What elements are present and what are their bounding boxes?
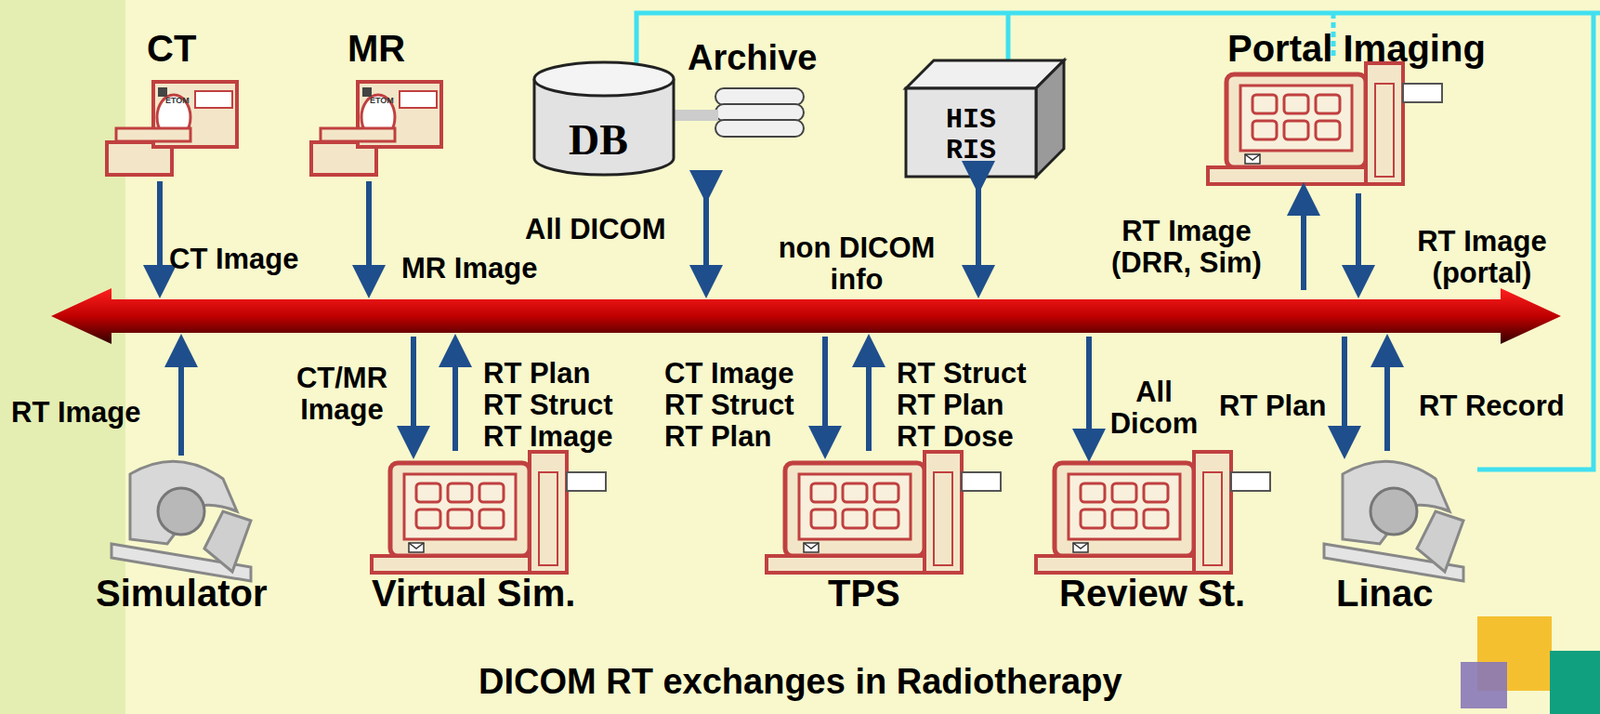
database-node: ArchiveDB: [529, 37, 827, 177]
data-flow-label: RT Image: [11, 396, 142, 429]
path-shape: [157, 181, 163, 290]
data-flow-label: CT Image: [169, 243, 300, 276]
brand-text: ETOM: [165, 96, 190, 106]
data-flow-label: RT Image (portal): [1402, 225, 1562, 289]
data-flow-label: RT Plan: [1219, 390, 1326, 422]
path-shape: [1341, 336, 1348, 451]
rect-shape: [905, 88, 1037, 177]
path-shape: [1036, 60, 1064, 177]
use-shape: [1324, 460, 1464, 581]
path-shape: [51, 288, 1561, 344]
rect-shape: [715, 88, 804, 105]
path-shape: [703, 195, 709, 290]
data-flow-label: All Dicom: [1106, 376, 1202, 440]
device-node: Portal Imaging: [1198, 27, 1515, 75]
brand-text: ETOM: [369, 96, 394, 106]
path-shape: [1300, 190, 1307, 290]
diagram-caption: DICOM RT exchanges in Radiotherapy: [478, 661, 1123, 702]
node-label: MR: [347, 27, 406, 69]
path-shape: [1006, 13, 1011, 61]
device-node: TPS: [789, 572, 939, 619]
data-flow-label: non DICOM info: [773, 232, 940, 296]
path-shape: [178, 341, 184, 456]
use-shape: [106, 81, 237, 175]
rect-shape: [715, 104, 804, 121]
data-flow-label: MR Image: [401, 252, 538, 285]
rect-shape: [1549, 650, 1600, 714]
path-shape: [975, 185, 982, 290]
use-shape: [1207, 63, 1443, 184]
device-node: Linac: [1310, 572, 1459, 619]
data-flow-label: CT Image RT Struct RT Plan: [664, 357, 804, 453]
path-shape: [410, 336, 417, 451]
path-shape: [1355, 193, 1362, 290]
device-node: MR: [306, 27, 446, 75]
data-flow-label: RT Plan RT Struct RT Image: [483, 357, 623, 453]
node-label: Archive: [687, 39, 817, 79]
use-shape: [311, 81, 442, 175]
path-shape: [452, 341, 459, 451]
node-label: Linac: [1336, 572, 1433, 614]
path-shape: [1086, 336, 1092, 454]
use-shape: [766, 451, 1001, 573]
device-node: Simulator: [65, 572, 298, 619]
rect-shape: [673, 109, 719, 121]
ellipse-shape: [534, 62, 674, 96]
path-shape: [865, 341, 872, 451]
path-shape: [366, 181, 372, 290]
device-node: Review St.: [1040, 572, 1264, 619]
device-node: CT: [102, 27, 242, 75]
g-shape: [159, 181, 1388, 456]
server-box: HIS RIS: [905, 88, 1037, 177]
use-shape: [1036, 451, 1271, 573]
rect-shape: [715, 119, 804, 137]
data-flow-label: RT Record: [1418, 390, 1565, 422]
rect-shape: [1460, 661, 1508, 709]
path-shape: [1384, 341, 1391, 451]
node-label: Virtual Sim.: [371, 572, 576, 614]
node-label: HIS RIS: [933, 104, 1009, 167]
use-shape: [371, 451, 606, 573]
node-label: Review St.: [1059, 572, 1246, 614]
node-label: Portal Imaging: [1227, 27, 1486, 69]
device-node: Virtual Sim.: [353, 572, 595, 619]
use-shape: [111, 460, 251, 581]
node-label: CT: [146, 27, 197, 69]
data-flow-label: RT Struct RT Plan RT Dose: [896, 357, 1037, 453]
node-label: DB: [568, 117, 629, 165]
data-flow-label: All DICOM: [524, 213, 667, 246]
data-flow-label: RT Image (DRR, Sim): [1106, 215, 1267, 279]
path-shape: [822, 336, 828, 451]
node-label: TPS: [827, 572, 901, 614]
node-label: Simulator: [95, 572, 267, 614]
data-flow-label: CT/MR Image: [292, 362, 392, 426]
